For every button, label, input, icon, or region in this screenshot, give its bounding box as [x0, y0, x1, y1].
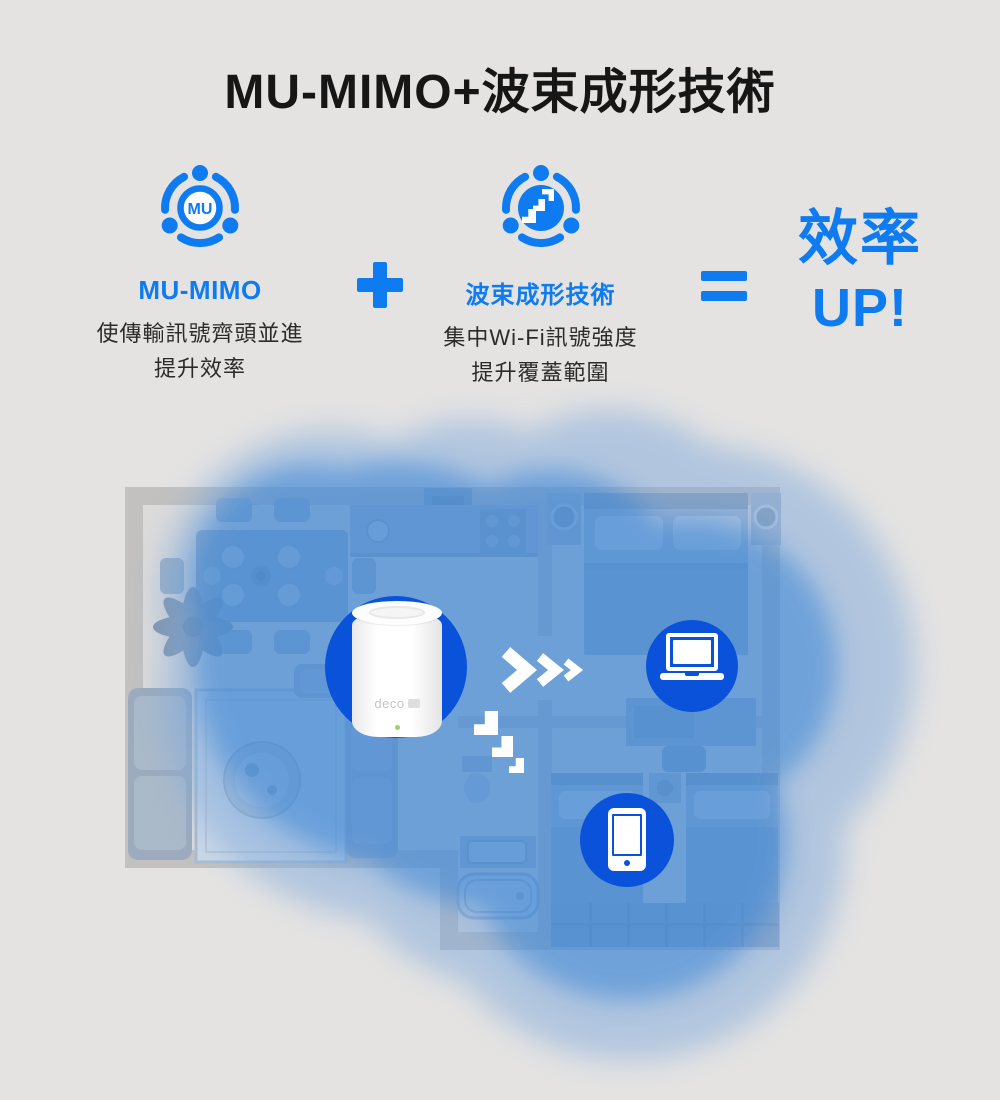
kitchen — [350, 488, 538, 557]
mu-mimo-desc-line2: 提升效率 — [153, 356, 246, 381]
router-body — [352, 611, 442, 737]
result-line1: 效率 — [798, 205, 922, 272]
plant — [153, 587, 233, 667]
laptop-circle — [646, 620, 738, 712]
deco-logo: deco — [352, 696, 442, 711]
apartment-shell — [125, 487, 780, 950]
page-title: MU-MIMO+波束成形技術 — [224, 66, 776, 119]
wifi-coverage-blob — [160, 410, 915, 1060]
router-top-ring — [369, 606, 425, 619]
result-line2: UP! — [812, 278, 908, 338]
laptop-icon — [660, 633, 724, 699]
svg-text:MU: MU — [188, 201, 213, 218]
equals-icon — [701, 271, 747, 301]
beamforming-desc-line2: 提升覆蓋範圍 — [471, 360, 610, 385]
beamforming-icon — [501, 165, 580, 247]
deco-badge — [407, 699, 420, 708]
beamforming-label: 波束成形技術 — [465, 282, 616, 309]
bathroom — [456, 756, 540, 920]
mu-mimo-group: MU MU-MIMO 使傳輸訊號齊頭並進 提升效率 — [55, 162, 345, 386]
result-text: 效率 UP! — [762, 205, 958, 338]
plus-icon — [357, 262, 403, 308]
smartphone-icon — [608, 808, 646, 871]
led-indicator — [395, 725, 400, 730]
mu-mimo-icon: MU — [161, 165, 239, 247]
beamforming-desc-line1: 集中Wi-Fi訊號強度 — [443, 325, 638, 350]
beamforming-group: 波束成形技術 集中Wi-Fi訊號強度 提升覆蓋範圍 — [398, 162, 683, 390]
triple-chevron-right-icon — [501, 647, 584, 693]
descending-steps-icon — [474, 711, 524, 773]
router-device: deco — [352, 601, 442, 737]
phone-circle — [580, 793, 674, 887]
mu-mimo-label: MU-MIMO — [138, 275, 262, 305]
mu-mimo-desc-line1: 使傳輸訊號齊頭並進 — [96, 321, 304, 346]
